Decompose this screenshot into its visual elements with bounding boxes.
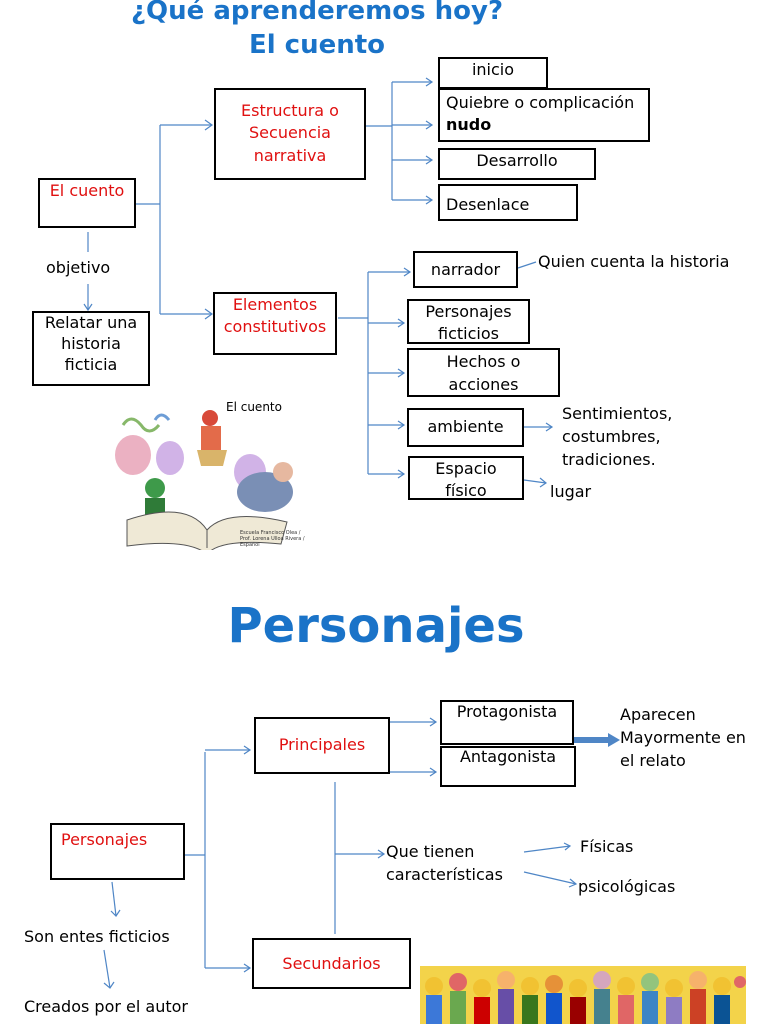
desarrollo-box: Desarrollo bbox=[438, 148, 596, 180]
principales-box: Principales bbox=[254, 717, 390, 774]
estructura-box: Estructura o Secuencia narrativa bbox=[214, 88, 366, 180]
desenlace-box: Desenlace bbox=[438, 184, 578, 221]
lugar-label: lugar bbox=[550, 480, 591, 503]
el-cuento-box: El cuento bbox=[38, 178, 136, 228]
psicologicas-label: psicológicas bbox=[578, 875, 675, 898]
inicio-box: inicio bbox=[438, 57, 548, 89]
personajes-ficticios-box: Personajes ficticios bbox=[407, 299, 530, 344]
arrow-to-aparecen bbox=[574, 733, 624, 747]
creados-label: Creados por el autor bbox=[24, 995, 188, 1018]
espacio-box: Espacio físico bbox=[408, 456, 524, 500]
personajes-box: Personajes bbox=[50, 823, 185, 880]
elementos-box: Elementos constitutivos bbox=[213, 292, 337, 355]
ambiente-box: ambiente bbox=[407, 408, 524, 447]
el-cuento-clipart bbox=[105, 400, 305, 550]
nudo-label: nudo bbox=[446, 115, 491, 134]
narrador-box: narrador bbox=[413, 251, 518, 288]
relatar-box: Relatar una historia ficticia bbox=[32, 311, 150, 386]
hechos-box: Hechos o acciones bbox=[407, 348, 560, 397]
son-entes-label: Son entes ficticios bbox=[24, 925, 170, 948]
antagonista-box: Antagonista bbox=[440, 746, 576, 787]
protagonista-box: Protagonista bbox=[440, 700, 574, 745]
slide2-title: Personajes bbox=[0, 598, 752, 654]
clipart-credit: Escuela Francisco Olea / Prof. Lorena Ul… bbox=[240, 530, 310, 548]
quien-cuenta-label: Quien cuenta la historia bbox=[538, 250, 729, 273]
objetivo-label: objetivo bbox=[46, 256, 110, 279]
aparecen-label: Aparecen Mayormente en el relato bbox=[620, 703, 750, 773]
clipart-title: El cuento bbox=[226, 400, 282, 414]
characters-crowd-image bbox=[420, 966, 746, 1024]
quiebre-box: Quiebre o complicación nudo bbox=[438, 88, 650, 142]
fisicas-label: Físicas bbox=[580, 835, 633, 858]
sentimientos-label: Sentimientos, costumbres, tradiciones. bbox=[562, 402, 712, 472]
que-tienen-label: Que tienen características bbox=[386, 840, 536, 886]
secundarios-box: Secundarios bbox=[252, 938, 411, 989]
